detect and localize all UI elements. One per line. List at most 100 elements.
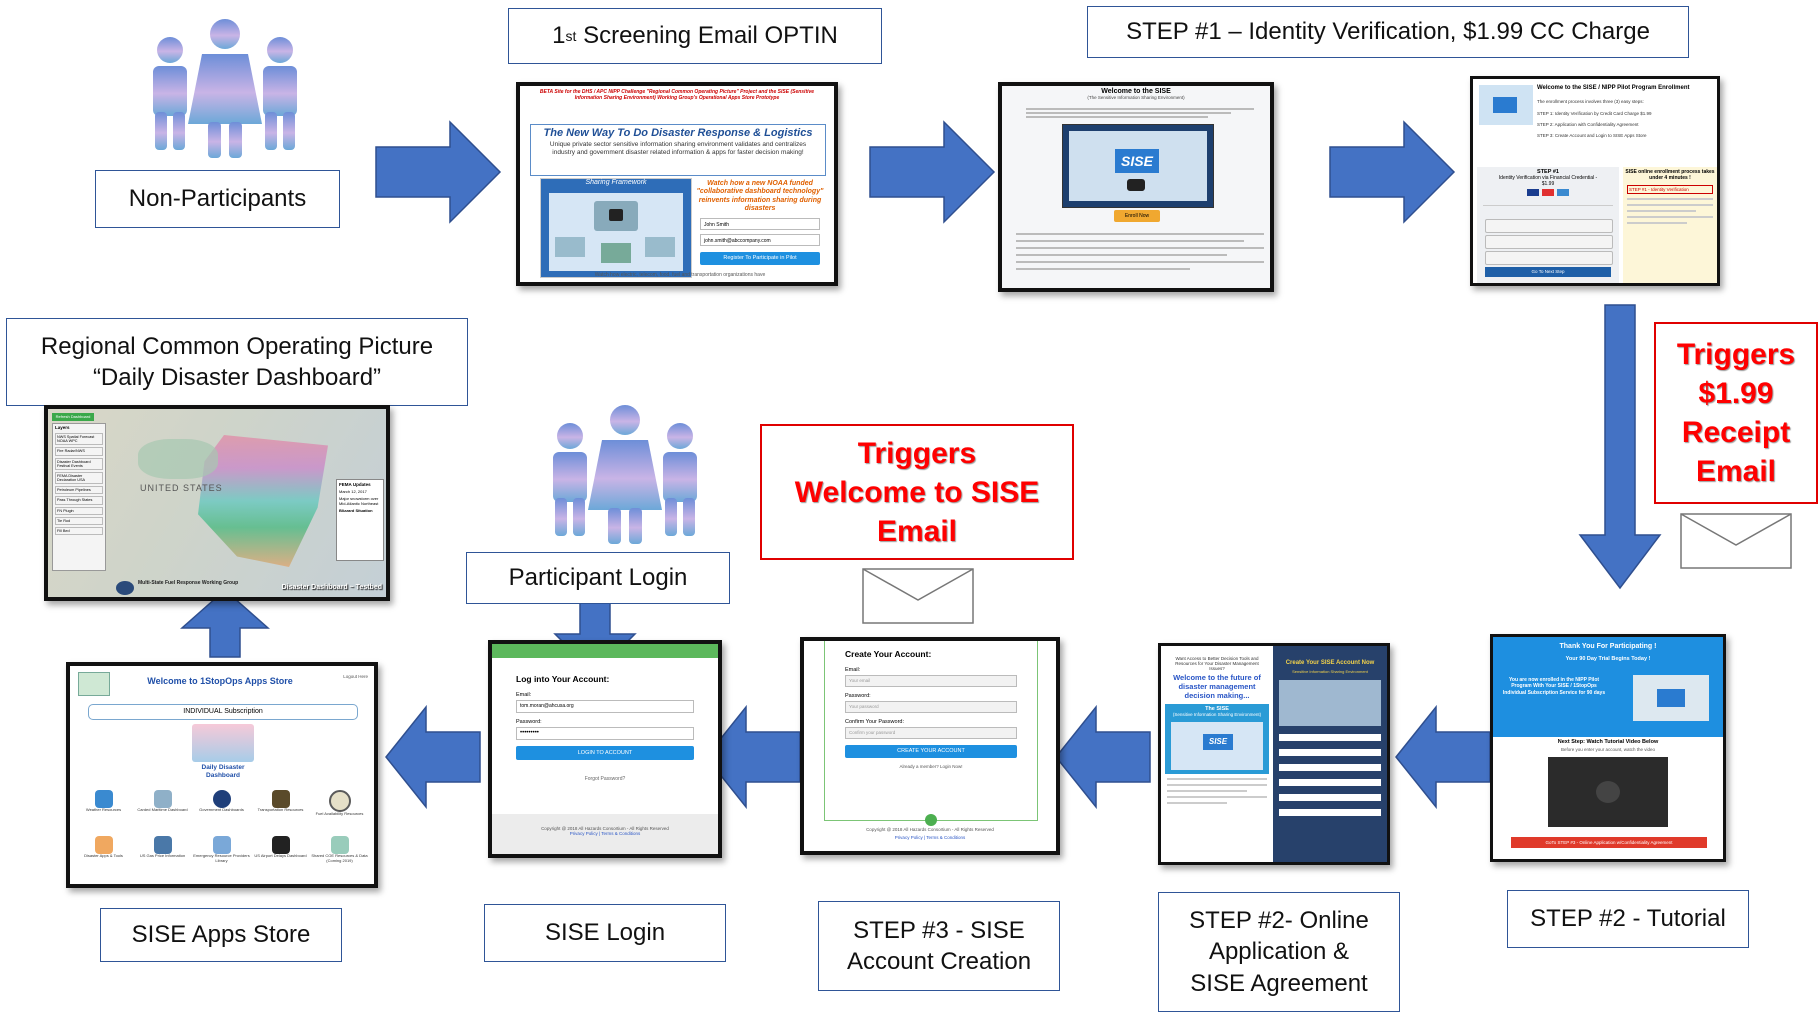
tutorial-next-sub: Before you enter your account, watch the… xyxy=(1560,747,1656,752)
app-tile[interactable]: US Airport Delays Dashboard xyxy=(251,836,310,859)
app-label: Carded Maritime Dashboard xyxy=(137,807,188,812)
create-title: Create Your Account: xyxy=(845,649,932,659)
optin-framework-panel: Sharing Framework xyxy=(540,178,692,278)
create-email-input[interactable]: Your email xyxy=(845,675,1017,687)
tutorial-goto-button[interactable]: GoTo STEP #3 - Online Application w/Conf… xyxy=(1511,837,1707,848)
tutorial-thumb xyxy=(1633,675,1709,721)
layer-item[interactable]: NWS Spatial Forecast NOAA WPC xyxy=(55,433,103,446)
forgot-password-link[interactable]: Forgot Password? xyxy=(584,776,626,782)
arrow-up-1 xyxy=(180,588,270,658)
app-tile[interactable]: Government Dashboards xyxy=(192,790,251,813)
optin-register-button[interactable]: Register To Participate in Pilot xyxy=(700,252,820,265)
apps-subscription: INDIVIDUAL Subscription xyxy=(88,704,358,720)
enroll-steps: STEP 1: Identity Verification by Credit … xyxy=(1537,109,1717,141)
label-step3: STEP #3 - SISE Account Creation xyxy=(818,901,1060,991)
create-footer-links[interactable]: Privacy Policy | Terms & Conditions xyxy=(894,835,966,840)
step1-video[interactable]: SISE xyxy=(1062,124,1214,208)
dashboard-app-icon[interactable] xyxy=(192,724,254,762)
enroll-left-panel: STEP #1 Identity Verification via Financ… xyxy=(1477,167,1619,283)
optin-sub: Unique private sector sensitive informat… xyxy=(549,141,807,157)
apps-featured[interactable]: Daily Disaster Dashboard xyxy=(201,764,245,779)
layer-item[interactable]: Tie Rod xyxy=(55,516,103,525)
enroll-right-item: STEP #1 - Identity Verification xyxy=(1627,185,1713,194)
layer-item[interactable]: Petroleum Pipelines xyxy=(55,486,103,495)
map-footer-tag: Disaster Dashboard ~ Testbed xyxy=(281,584,382,591)
gas-price-icon xyxy=(153,836,172,854)
login-email-label: Email: xyxy=(516,692,532,698)
library-icon xyxy=(212,836,231,854)
step1-screenshot: Welcome to the SISE (The Sensitive Infor… xyxy=(998,82,1274,292)
app-tile[interactable]: Emergency Resource Providers Library xyxy=(192,836,251,864)
envelope-icon xyxy=(1680,513,1792,569)
login-button[interactable]: LOGIN TO ACCOUNT xyxy=(516,746,694,760)
screening-prefix: 1 xyxy=(552,22,566,50)
application-headline: Welcome to the future of disaster manage… xyxy=(1173,673,1261,700)
app-tile[interactable]: Shared COE Resources & Data (Coming 2019… xyxy=(310,836,369,864)
login-footer-links[interactable]: Privacy Policy | Terms & Conditions xyxy=(569,831,641,836)
label-step2-online: STEP #2- Online Application & SISE Agree… xyxy=(1158,892,1400,1012)
layer-item[interactable]: FN Plugin xyxy=(55,506,103,515)
refresh-dashboard-button[interactable]: Refresh Dashboard xyxy=(52,413,94,421)
app-label: Government Dashboards xyxy=(199,807,244,812)
layer-item[interactable]: Pass Through States xyxy=(55,496,103,505)
step1-enroll-button[interactable]: Enroll Now xyxy=(1114,210,1160,222)
enroll-left-sub: Identity Verification via Financial Cred… xyxy=(1498,175,1598,187)
application-panel: The SISE (Sensitive Information Sharing … xyxy=(1165,704,1269,774)
arrow-left-1 xyxy=(1395,704,1491,810)
tutorial-video[interactable] xyxy=(1548,757,1668,827)
arrow-down-1 xyxy=(1578,304,1662,590)
application-right: Create Your SISE Account Now Sensitive I… xyxy=(1273,646,1387,862)
step1-title: Welcome to the SISE xyxy=(1101,88,1171,95)
people-group-icon-2 xyxy=(553,405,697,544)
optin-screenshot: BETA Site for the DHS / APC NIPP Challen… xyxy=(516,82,838,286)
create-form: Create Your Account: Email: Your email P… xyxy=(824,641,1038,826)
play-icon[interactable] xyxy=(1596,781,1620,803)
optin-email-field[interactable]: john.smith@abccompany.com xyxy=(700,234,820,246)
application-map-thumb xyxy=(1279,680,1381,727)
enroll-right-title: SISE online enrollment process takes und… xyxy=(1625,169,1715,181)
arrow-left-2 xyxy=(1055,704,1151,810)
label-step2-tutorial: STEP #2 - Tutorial xyxy=(1507,890,1749,948)
application-right-sub: Sensitive Information Sharing Environmen… xyxy=(1292,669,1368,675)
layer-item[interactable]: FEMA Disaster Declaration USA xyxy=(55,471,103,485)
optin-headline: The New Way To Do Disaster Response & Lo… xyxy=(543,127,813,139)
maritime-icon xyxy=(153,790,172,808)
application-panel-title: The SISE xyxy=(1205,706,1229,712)
app-tile[interactable]: Fuel Availability Resources xyxy=(310,790,369,817)
label-non-participants: Non-Participants xyxy=(95,170,340,228)
layer-item[interactable]: Fire Radar/NWS xyxy=(55,447,103,456)
login-password-input[interactable]: ••••••••• xyxy=(516,727,694,740)
layer-item[interactable]: Disaster Dashboard Festival Events xyxy=(55,457,103,470)
apps-grid: Weather Resources Carded Maritime Dashbo… xyxy=(74,790,370,884)
create-confirm-input[interactable]: Confirm your password xyxy=(845,727,1017,739)
app-tile[interactable]: Carded Maritime Dashboard xyxy=(133,790,192,813)
enroll-right-panel: SISE online enrollment process takes und… xyxy=(1623,167,1717,283)
optin-name-field[interactable]: John Smith xyxy=(700,218,820,230)
shared-data-icon xyxy=(330,836,349,854)
app-label: Weather Resources xyxy=(85,807,122,812)
apps-logout-link[interactable]: Logout Here xyxy=(343,674,368,679)
enroll-next-button[interactable]: Go To Next Step xyxy=(1485,267,1611,277)
application-left: Want Access to Better Decision Tools and… xyxy=(1161,646,1273,862)
play-icon[interactable] xyxy=(1127,179,1145,191)
create-member-link[interactable]: Already a member? Login Now! xyxy=(899,764,963,769)
trigger-welcome-email: Triggers Welcome to SISE Email xyxy=(760,424,1074,560)
app-tile[interactable]: Transportation Resources xyxy=(251,790,310,813)
app-tile[interactable]: US Gas Price Information xyxy=(133,836,192,859)
app-tile[interactable]: Weather Resources xyxy=(74,790,133,813)
app-tile[interactable]: Disaster Apps & Tools xyxy=(74,836,133,859)
create-account-button[interactable]: CREATE YOUR ACCOUNT xyxy=(845,745,1017,758)
label-sise-login: SISE Login xyxy=(484,904,726,962)
optin-beta-text: BETA Site for the DHS / APC NIPP Challen… xyxy=(539,89,815,101)
layers-panel: Layers NWS Spatial Forecast NOAA WPC Fir… xyxy=(52,423,106,571)
create-password-input[interactable]: Your password xyxy=(845,701,1017,713)
step1-subtitle: (The Sensitive Information Sharing Envir… xyxy=(1087,95,1185,100)
map-popup: FEMA Updates March 12, 2017 Major snowst… xyxy=(336,479,384,561)
popup-title: FEMA Updates xyxy=(339,482,371,487)
create-account-screenshot: Create Your Account: Email: Your email P… xyxy=(800,637,1060,855)
layer-item[interactable]: Fill Bed xyxy=(55,526,103,536)
optin-footer: Watch how electric, telecom, food, fuel … xyxy=(594,272,766,278)
login-email-input[interactable]: tom.moran@ahcusa.org xyxy=(516,700,694,713)
